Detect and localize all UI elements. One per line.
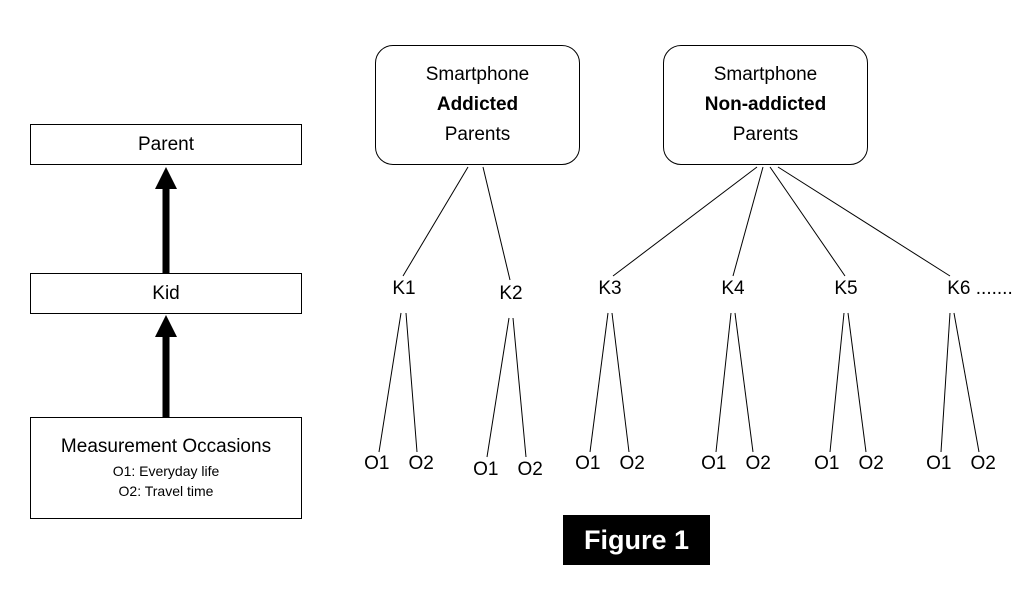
connector-k2-to-o2: [512, 317, 527, 458]
kid-node-k6: K6 .......: [947, 278, 1013, 299]
occasion-o1: O1: [575, 453, 601, 474]
occasion-o2: O2: [619, 453, 645, 474]
kid-node-k3: K3: [598, 278, 622, 299]
measurement-line-o2: O2: Travel time: [118, 482, 214, 499]
arrow-head-icon: [155, 315, 177, 337]
occasion-o2: O2: [858, 453, 884, 474]
connector-k1-to-o2: [405, 312, 418, 453]
nonaddicted-line-2: Non-addicted: [704, 94, 827, 115]
kid-node-k5: K5: [834, 278, 858, 299]
connector-nonaddicted-to-k5: [769, 166, 846, 277]
measurement-title: Measurement Occasions: [60, 435, 272, 457]
kid-label: Kid: [152, 282, 180, 304]
connector-addicted-to-k1: [402, 166, 469, 277]
arrow-measurement-to-kid: [155, 315, 177, 417]
connector-k5-to-o2: [847, 312, 867, 453]
connector-k1-to-o1: [378, 312, 402, 453]
connector-nonaddicted-to-k3: [612, 166, 758, 277]
occasion-o2: O2: [745, 453, 771, 474]
nonaddicted-line-1: Smartphone: [713, 64, 818, 85]
kid-node-k4: K4: [721, 278, 745, 299]
occasion-o2: O2: [517, 459, 543, 480]
smartphone-addicted-parents-box: Smartphone Addicted Parents: [375, 45, 580, 165]
occasion-pair-4: O1 O2: [701, 453, 771, 475]
occasion-o1: O1: [364, 453, 390, 474]
occasion-o1: O1: [473, 459, 499, 480]
connector-k3-to-o2: [611, 312, 630, 453]
measurement-occasions-box: Measurement Occasions O1: Everyday life …: [30, 417, 302, 519]
connector-k4-to-o2: [734, 312, 754, 453]
connector-k6-to-o1: [940, 312, 951, 453]
occasion-pair-6: O1 O2: [926, 453, 996, 475]
connector-k5-to-o1: [829, 312, 845, 453]
kid-box: Kid: [30, 273, 302, 314]
measurement-line-o1: O1: Everyday life: [112, 462, 220, 479]
connector-k3-to-o1: [589, 312, 609, 453]
connector-k6-to-o2: [953, 312, 980, 453]
connector-addicted-to-k2: [482, 166, 511, 281]
occasion-o2: O2: [970, 453, 996, 474]
addicted-line-1: Smartphone: [425, 64, 530, 85]
occasion-pair-2: O1 O2: [473, 459, 543, 481]
occasion-pair-5: O1 O2: [814, 453, 884, 475]
figure-caption-text: Figure 1: [583, 524, 690, 555]
parent-label: Parent: [138, 133, 194, 155]
arrow-head-icon: [155, 167, 177, 189]
connector-nonaddicted-to-k4: [732, 166, 764, 277]
addicted-line-3: Parents: [444, 124, 511, 145]
smartphone-nonaddicted-parents-box: Smartphone Non-addicted Parents: [663, 45, 868, 165]
connector-nonaddicted-to-k6: [777, 166, 951, 277]
kid-node-k2: K2: [499, 283, 523, 304]
connector-k2-to-o1: [486, 317, 510, 458]
parent-box: Parent: [30, 124, 302, 165]
occasion-o2: O2: [408, 453, 434, 474]
occasion-o1: O1: [926, 453, 952, 474]
connector-k4-to-o1: [715, 312, 732, 453]
occasion-o1: O1: [701, 453, 727, 474]
kid-node-k1: K1: [392, 278, 416, 299]
figure-caption: Figure 1: [563, 515, 710, 565]
occasion-pair-3: O1 O2: [575, 453, 645, 475]
occasion-pair-1: O1 O2: [364, 453, 434, 475]
occasion-o1: O1: [814, 453, 840, 474]
nonaddicted-line-3: Parents: [732, 124, 799, 145]
arrow-kid-to-parent: [155, 167, 177, 273]
addicted-line-2: Addicted: [436, 94, 519, 115]
